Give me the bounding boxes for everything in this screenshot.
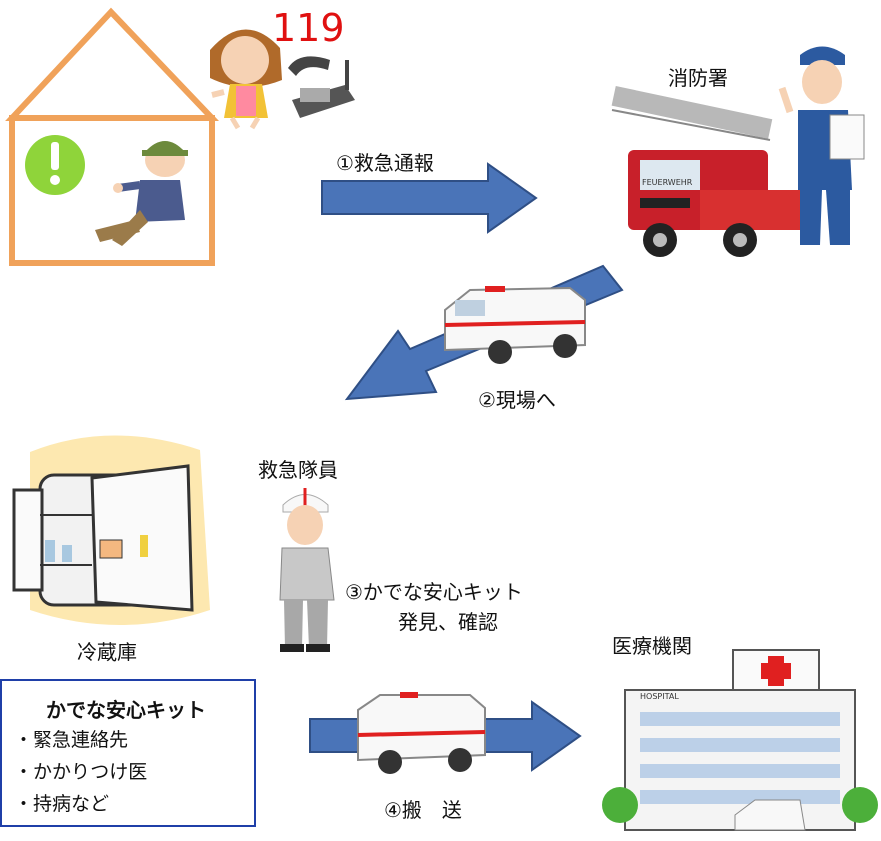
caller-girl-icon [210, 29, 282, 130]
truck-text: FEUERWEHR [642, 178, 693, 187]
hospital-icon [602, 649, 878, 831]
refrigerator-label: 冷蔵庫 [77, 640, 137, 664]
kit-item: ・かかりつけ医 [14, 761, 148, 783]
step4-label: ④搬 送 [384, 798, 462, 822]
fallen-elder-icon [95, 141, 188, 246]
arrow-call-icon [321, 162, 538, 234]
ambulance-icon [444, 286, 586, 364]
firefighter-icon [778, 46, 865, 245]
step3-line2: 発見、確認 [398, 610, 498, 634]
refrigerator-icon [12, 435, 210, 625]
kit-item: ・持病など [14, 793, 110, 815]
step3-line1: ③かでな安心キット [345, 580, 523, 604]
hospital-sign-text: HOSPITAL [640, 692, 679, 701]
house-icon [5, 7, 220, 266]
fire-truck-icon [611, 86, 800, 257]
kit-item: ・緊急連絡先 [14, 729, 129, 751]
paramedic-icon [279, 488, 335, 652]
step1-label: ①救急通報 [336, 151, 434, 175]
kit-title: かでな安心キット [46, 698, 206, 722]
paramedic-label: 救急隊員 [258, 458, 338, 482]
warning-icon [25, 135, 85, 195]
hospital-label: 医療機関 [612, 634, 692, 658]
fire-station-label: 消防署 [668, 66, 728, 90]
telephone-icon [288, 56, 355, 118]
call-number: 119 [272, 6, 345, 50]
transport-ambulance-icon [357, 692, 486, 774]
kit-info-box: かでな安心キット ・緊急連絡先 ・かかりつけ医 ・持病など [0, 679, 256, 827]
step2-label: ②現場へ [478, 388, 556, 412]
